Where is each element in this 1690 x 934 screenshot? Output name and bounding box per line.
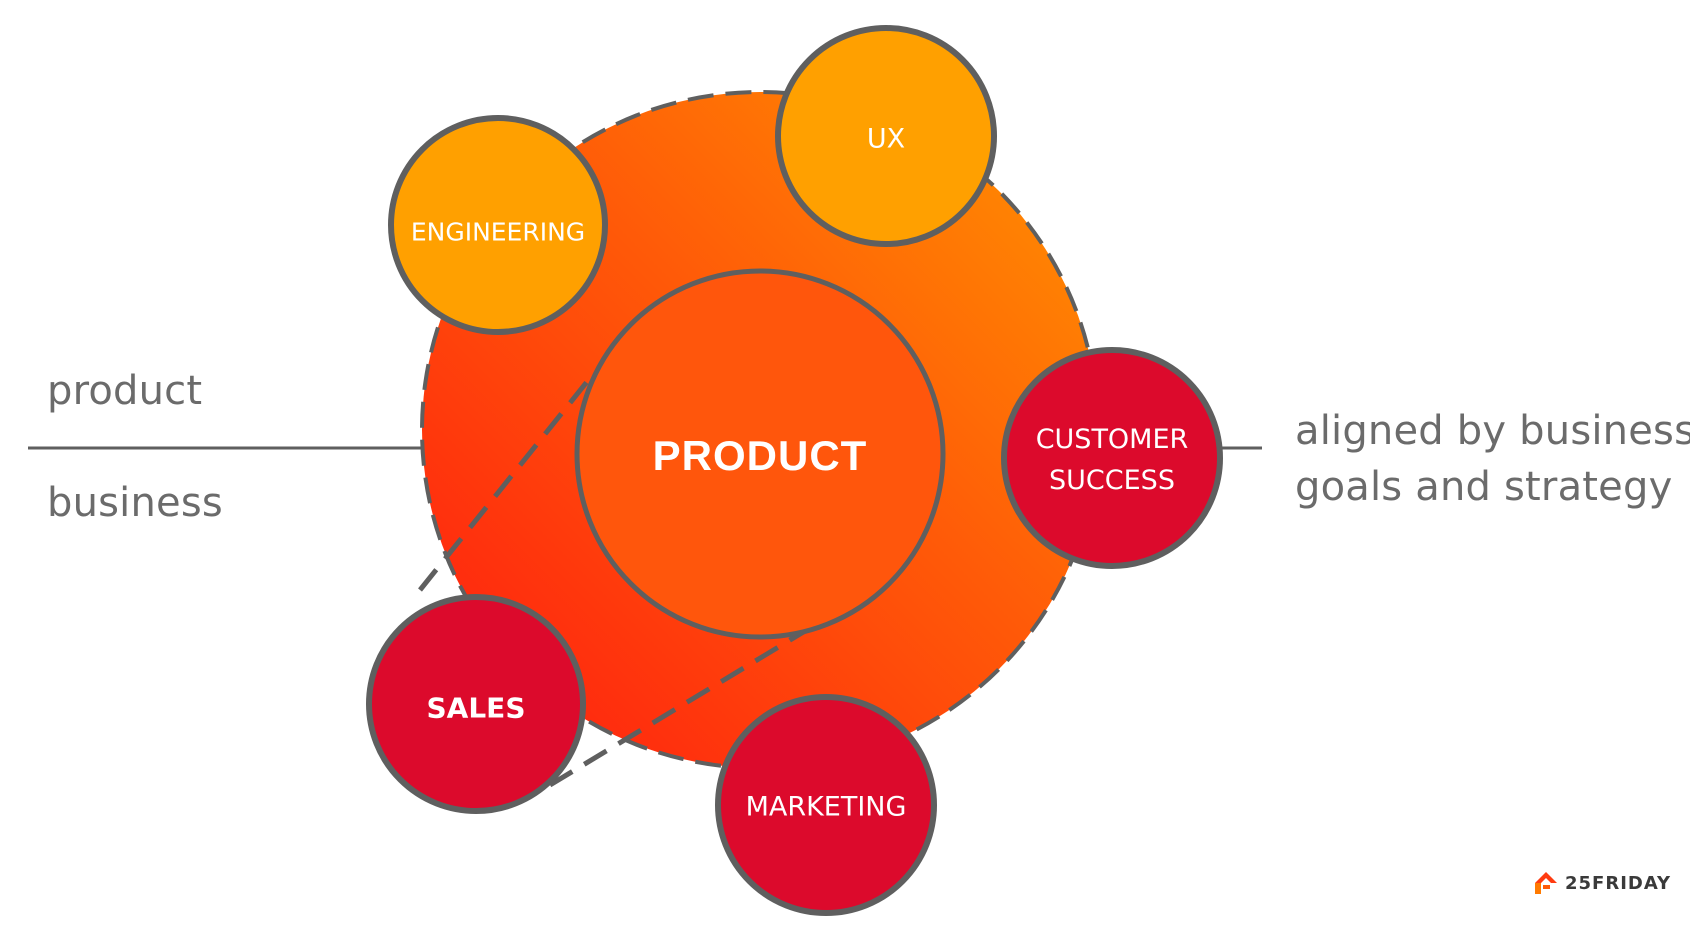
brand-logo: 25FRIDAY [1533,870,1671,896]
tagline-line-1: aligned by business [1295,408,1690,454]
marketing-circle [715,694,937,916]
brand-logo-icon [1535,872,1557,894]
marketing-label: MARKETING [745,791,907,823]
tagline: aligned by business goals and strategy [1295,403,1690,515]
product-label: PRODUCT [652,432,868,479]
sales-circle [366,594,586,814]
brand-logo-text: 25FRIDAY [1565,872,1672,894]
customer-success-label-line-2: SUCCESS [1049,465,1175,496]
business-axis-label: business [47,480,223,526]
customer-success-label: CUSTOMER SUCCESS [1036,419,1189,501]
product-axis-label: product [47,368,203,414]
ux-circle [775,25,997,247]
dashed-connector [418,376,592,592]
dashed-connector-lower [548,625,812,788]
product-circle [574,268,946,640]
customer-success-circle [1001,347,1223,569]
customer-success-label-line-1: CUSTOMER [1035,424,1189,455]
ux-label: UX [866,123,906,155]
engineering-circle [388,115,608,335]
tagline-line-2: goals and strategy [1295,464,1673,510]
sales-label: SALES [426,691,526,725]
engineering-label: ENGINEERING [410,217,586,247]
